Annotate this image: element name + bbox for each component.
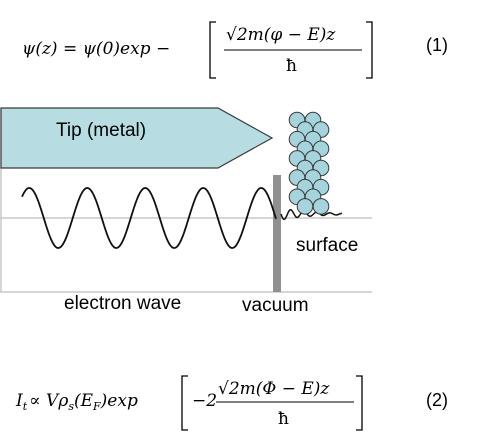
surface-atom [312,198,330,215]
equation-2-number: (2) [426,390,448,410]
equation-1-left-bracket [209,21,216,79]
equation-1-lhs: ψ(z) = ψ(0)exp − [22,39,170,59]
equation-2-denominator: ħ [278,409,289,429]
equation-2-right-bracket [356,375,363,431]
electron-wave [21,187,277,249]
equation-2-left-bracket [181,375,188,431]
vacuum-barrier [273,175,281,292]
tip-label: Tip (metal) [56,120,146,141]
surface-label: surface [296,235,358,256]
equation-1-number: (1) [426,35,448,55]
equation-2-numerator: √2m(Φ − E)z [218,379,330,399]
metal-tip [0,107,274,169]
equation-1-numerator: √2m(φ − E)z [226,25,336,45]
equation-2: It∝ Vρs(EF)exp −2 √2m(Φ − E)z ħ (2) [15,375,448,431]
vacuum-label: vacuum [242,295,309,316]
evanescent-wave [280,208,343,221]
electron-wave-label: electron wave [64,293,181,314]
equation-1: ψ(z) = ψ(0)exp − √2m(φ − E)z ħ (1) [22,21,448,79]
equation-2-coefficient: −2 [192,391,217,411]
surface-atoms [288,111,330,215]
equation-2-lhs: It∝ Vρs(EF)exp [15,391,138,413]
surface-atom [296,198,314,215]
equation-1-denominator: ħ [286,56,297,76]
equation-1-right-bracket [366,21,373,79]
tunneling-schematic: Tip (metal) surface electron wave vacuum [0,107,372,316]
